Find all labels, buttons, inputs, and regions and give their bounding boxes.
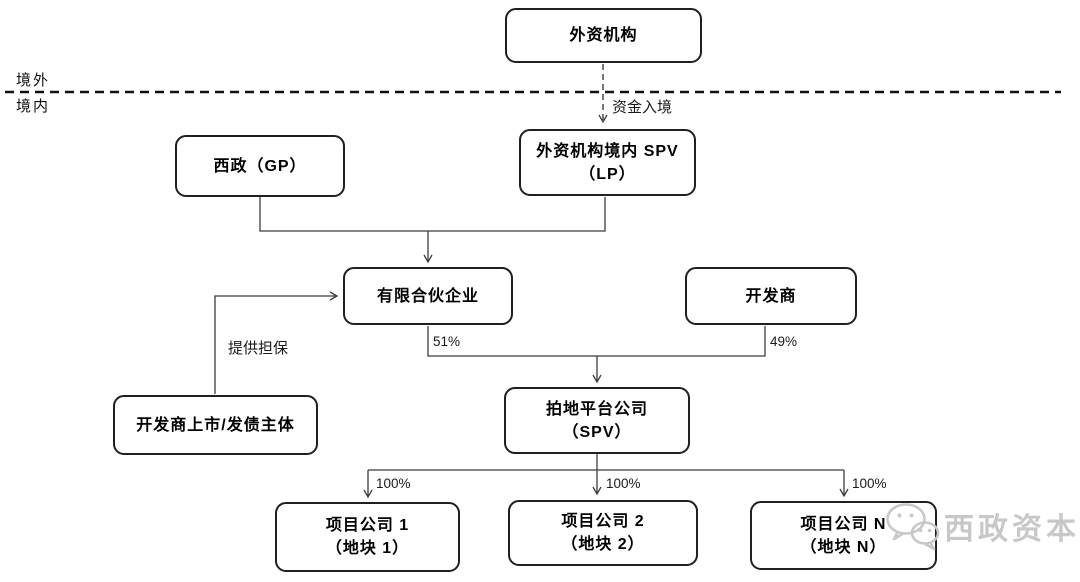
node-foreign-institution: 外资机构 xyxy=(505,8,702,63)
node-spv-lp: 外资机构境内 SPV （LP） xyxy=(519,129,696,196)
node-spv-lp-line2: （LP） xyxy=(579,165,636,183)
node-developer-listed-entity-label: 开发商上市/发债主体 xyxy=(136,416,295,434)
node-project-company-2-line2: （地块 2） xyxy=(561,536,645,553)
node-xizheng-gp: 西政（GP） xyxy=(175,135,345,197)
guarantee-label: 提供担保 xyxy=(228,340,289,357)
node-limited-partnership: 有限合伙企业 xyxy=(343,267,513,325)
node-spv-lp-line1: 外资机构境内 SPV xyxy=(536,142,679,160)
onshore-label: 境内 xyxy=(16,98,51,115)
node-project-company-n-line1: 项目公司 N xyxy=(800,515,887,533)
edge-share-merge xyxy=(427,326,766,357)
project2-share-label: 100% xyxy=(606,476,641,491)
node-project-company-2-line1: 项目公司 2 xyxy=(561,513,645,530)
node-limited-partnership-label: 有限合伙企业 xyxy=(376,287,479,305)
project1-share-label: 100% xyxy=(376,476,411,491)
node-land-platform-line1: 拍地平台公司 xyxy=(545,400,648,418)
node-project-company-1-line2: （地块 1） xyxy=(325,540,410,557)
node-project-company-1: 项目公司 1 （地块 1） xyxy=(275,502,460,572)
node-project-company-2: 项目公司 2 （地块 2） xyxy=(508,500,698,566)
node-project-company-n-line2: （地块 N） xyxy=(800,538,887,556)
node-developer: 开发商 xyxy=(685,267,857,325)
node-xizheng-gp-label: 西政（GP） xyxy=(213,157,307,175)
node-project-company-n: 项目公司 N （地块 N） xyxy=(750,501,937,570)
node-developer-label: 开发商 xyxy=(745,287,797,305)
node-foreign-institution-label: 外资机构 xyxy=(569,27,638,44)
edge-gp-lp-merge xyxy=(259,197,606,232)
projectN-share-label: 100% xyxy=(852,476,887,491)
node-developer-listed-entity: 开发商上市/发债主体 xyxy=(113,395,318,455)
edge-guarantee xyxy=(214,291,339,394)
node-land-platform-line2: （SPV） xyxy=(562,423,632,441)
node-land-platform: 拍地平台公司 （SPV） xyxy=(504,387,690,454)
node-project-company-1-line1: 项目公司 1 xyxy=(325,517,410,534)
capital-entry-label: 资金入境 xyxy=(612,99,673,116)
lp-share-label: 51% xyxy=(433,334,461,349)
offshore-label: 境外 xyxy=(16,72,51,89)
developer-share-label: 49% xyxy=(770,334,798,349)
